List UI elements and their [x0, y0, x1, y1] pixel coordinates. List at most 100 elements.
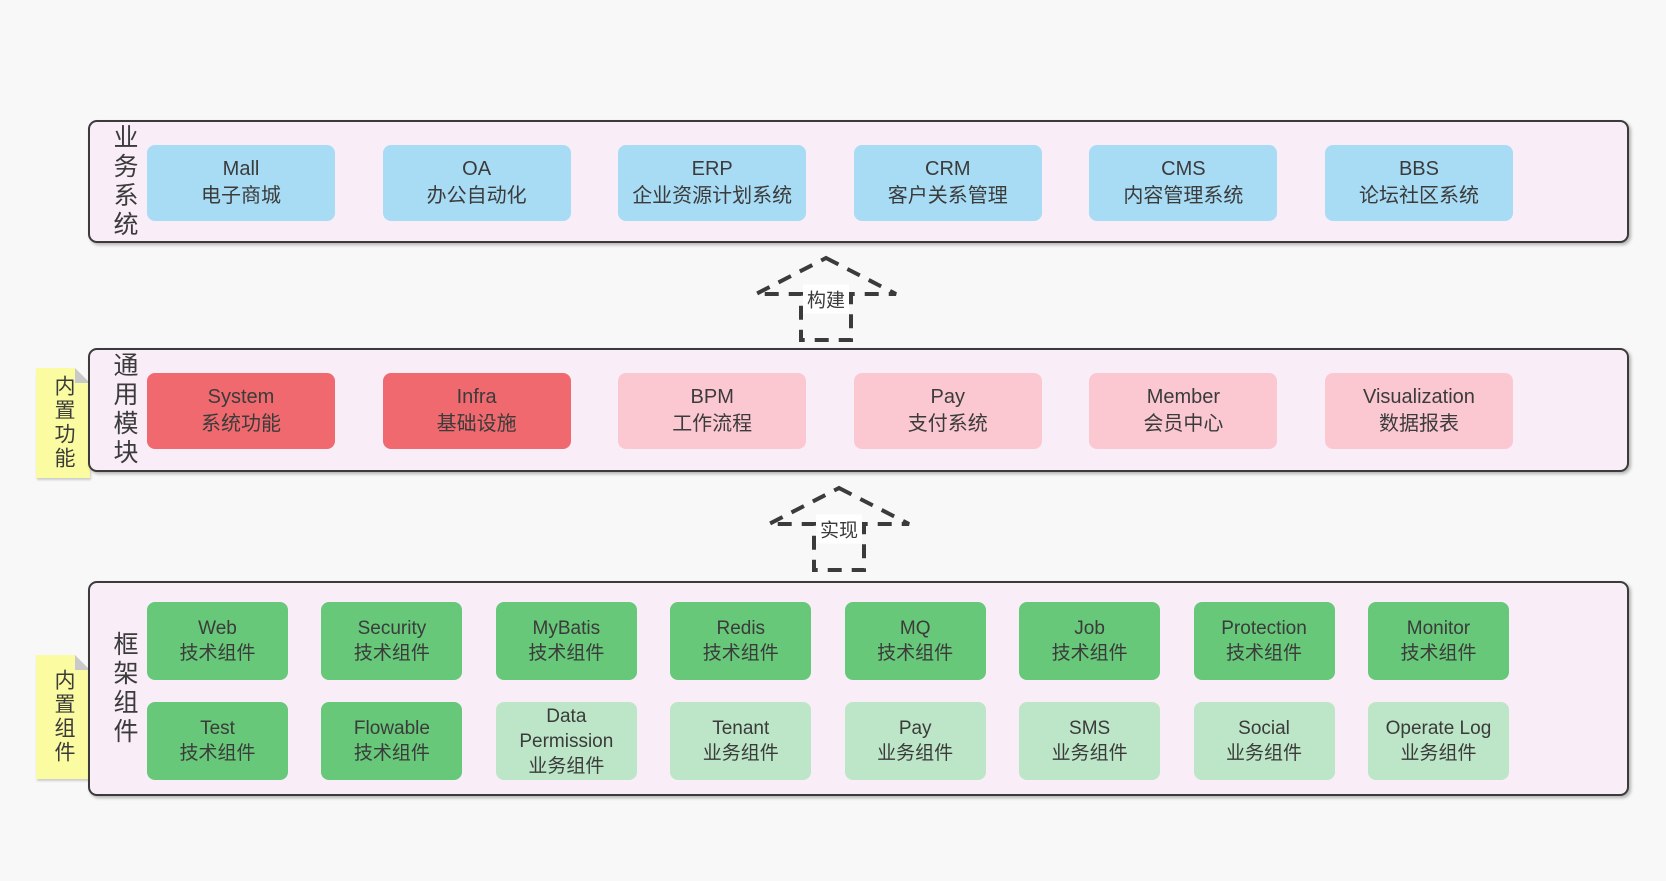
box-redis: Redis 技术组件 [670, 602, 812, 680]
framework-components-row-2: Test 技术组件 Flowable 技术组件 Data Permission … [147, 702, 1509, 780]
box-subtitle: 论坛社区系统 [1358, 185, 1479, 207]
box-system: System 系统功能 [147, 373, 335, 449]
box-job: Job 技术组件 [1019, 602, 1161, 680]
box-visualization: Visualization 数据报表 [1324, 373, 1513, 449]
box-title: Monitor [1406, 618, 1471, 639]
layer-label-common-modules: 通用模块 [110, 352, 138, 468]
box-title: Job [1074, 618, 1105, 639]
box-mq: MQ 技术组件 [844, 602, 986, 680]
layer-business-systems: 业务系统 Mall 电子商城 OA 办公自动化 ERP 企业资源计划系统 CRM… [88, 120, 1629, 243]
arrow-build-label: 构建 [802, 284, 850, 314]
box-flowable: Flowable 技术组件 [321, 702, 463, 780]
box-title: CRM [925, 158, 971, 180]
box-infra: Infra 基础设施 [382, 373, 571, 449]
box-mybatis: MyBatis 技术组件 [495, 602, 637, 680]
box-title: System [207, 386, 275, 408]
box-security: Security 技术组件 [321, 602, 463, 680]
sticky-note-built-in-components: 内置组件 [36, 655, 90, 779]
layer-common-modules: 通用模块 System 系统功能 Infra 基础设施 BPM 工作流程 Pay… [88, 348, 1629, 472]
box-title: Visualization [1363, 386, 1475, 408]
box-subtitle: 技术组件 [1051, 643, 1128, 664]
box-pay: Pay 支付系统 [853, 373, 1042, 449]
box-title: Security [357, 618, 427, 639]
box-subtitle: 数据报表 [1378, 413, 1459, 435]
box-title: MyBatis [532, 618, 601, 639]
box-subtitle: 技术组件 [1226, 643, 1303, 664]
box-title: Member [1146, 386, 1221, 408]
box-member: Member 会员中心 [1089, 373, 1278, 449]
box-title: MQ [899, 618, 931, 639]
box-title: Data Permission [519, 705, 614, 752]
box-title: Operate Log [1385, 718, 1492, 739]
box-title: Flowable [353, 718, 430, 739]
business-systems-row: Mall 电子商城 OA 办公自动化 ERP 企业资源计划系统 CRM 客户关系… [147, 145, 1513, 221]
layer-label-framework-components: 框架组件 [110, 630, 138, 747]
box-subtitle: 内容管理系统 [1123, 185, 1244, 207]
sticky-note-label: 内置组件 [52, 669, 75, 765]
framework-components-row-1: Web 技术组件 Security 技术组件 MyBatis 技术组件 Redi… [147, 602, 1509, 680]
box-cms: CMS 内容管理系统 [1089, 145, 1278, 221]
up-arrow-icon [768, 485, 910, 572]
box-protection: Protection 技术组件 [1193, 602, 1335, 680]
box-operate-log: Operate Log 业务组件 [1367, 702, 1509, 780]
common-modules-row: System 系统功能 Infra 基础设施 BPM 工作流程 Pay 支付系统… [147, 373, 1513, 449]
box-subtitle: 业务组件 [1226, 743, 1303, 764]
sticky-note-label: 内置功能 [52, 375, 75, 471]
box-title: Protection [1221, 618, 1307, 639]
box-subtitle: 技术组件 [353, 743, 430, 764]
box-title: SMS [1069, 718, 1111, 739]
layer-label-business-systems: 业务系统 [110, 123, 138, 240]
box-subtitle: 技术组件 [702, 643, 779, 664]
box-title: Infra [456, 386, 497, 408]
box-subtitle: 技术组件 [1400, 643, 1477, 664]
box-title: Social [1238, 718, 1290, 739]
box-subtitle: 业务组件 [877, 743, 954, 764]
box-subtitle: 会员中心 [1143, 413, 1224, 435]
arrow-implement-label: 实现 [815, 514, 863, 544]
box-erp: ERP 企业资源计划系统 [618, 145, 807, 221]
box-oa: OA 办公自动化 [382, 145, 571, 221]
up-arrow-icon [755, 255, 897, 342]
box-subtitle: 业务组件 [528, 755, 605, 777]
box-subtitle: 办公自动化 [426, 185, 527, 207]
box-title: Mall [222, 158, 260, 180]
sticky-note-built-in-features: 内置功能 [36, 368, 90, 478]
box-title: Web [198, 618, 237, 639]
box-subtitle: 技术组件 [877, 643, 954, 664]
arrow-build-icon: 构建 [753, 255, 899, 343]
box-subtitle: 技术组件 [353, 643, 430, 664]
box-monitor: Monitor 技术组件 [1367, 602, 1509, 680]
box-data-permission: Data Permission 业务组件 [495, 702, 637, 780]
box-subtitle: 业务组件 [1400, 743, 1477, 764]
arrow-implement-icon: 实现 [766, 485, 912, 573]
box-title: Tenant [712, 718, 770, 739]
box-social: Social 业务组件 [1193, 702, 1335, 780]
box-subtitle: 业务组件 [1051, 743, 1128, 764]
box-subtitle: 业务组件 [702, 743, 779, 764]
box-subtitle: 基础设施 [436, 413, 517, 435]
box-title: BBS [1398, 158, 1439, 180]
box-title: ERP [691, 158, 733, 180]
box-subtitle: 电子商城 [201, 185, 281, 207]
box-bpm: BPM 工作流程 [618, 373, 807, 449]
box-subtitle: 技术组件 [528, 643, 605, 664]
box-title: Pay [930, 386, 966, 408]
box-sms: SMS 业务组件 [1019, 702, 1161, 780]
box-tenant: Tenant 业务组件 [670, 702, 812, 780]
box-title: OA [462, 158, 492, 180]
box-title: Test [200, 718, 235, 739]
box-title: Redis [716, 618, 766, 639]
box-test: Test 技术组件 [147, 702, 288, 780]
box-web: Web 技术组件 [147, 602, 288, 680]
box-subtitle: 技术组件 [179, 643, 256, 664]
box-subtitle: 系统功能 [201, 413, 281, 435]
box-subtitle: 支付系统 [907, 413, 988, 435]
box-subtitle: 技术组件 [179, 743, 256, 764]
box-subtitle: 客户关系管理 [887, 185, 1008, 207]
box-bbs: BBS 论坛社区系统 [1324, 145, 1513, 221]
box-crm: CRM 客户关系管理 [853, 145, 1042, 221]
box-title: BPM [690, 386, 734, 408]
box-subtitle: 工作流程 [672, 413, 753, 435]
box-mall: Mall 电子商城 [147, 145, 335, 221]
